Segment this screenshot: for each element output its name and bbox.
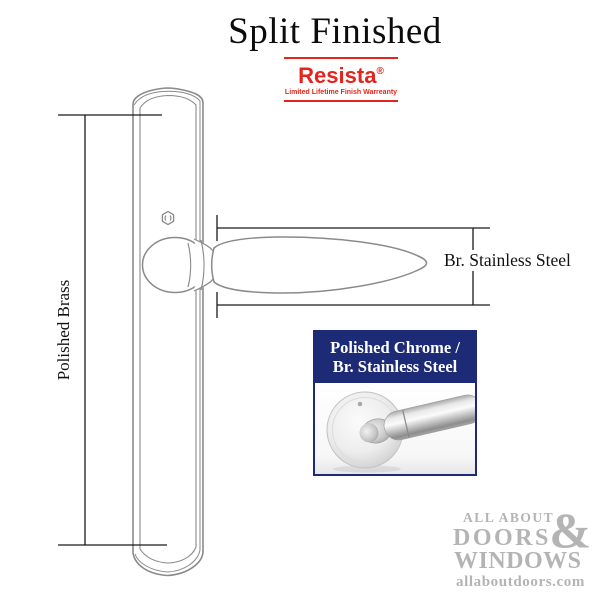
lever-outline: [211, 236, 428, 294]
registered-trademark-icon: ®: [376, 66, 384, 77]
inset-header: Polished Chrome / Br. Stainless Steel: [313, 330, 477, 383]
inset-photo: [313, 383, 477, 476]
plate-dimension-lines: [58, 114, 167, 546]
photo-screw: [357, 401, 363, 407]
inset-header-line2: Br. Stainless Steel: [332, 357, 458, 376]
logo-website: allaboutdoors.com: [456, 573, 585, 590]
logo-line-windows: WINDOWS: [454, 547, 582, 574]
lever-neck: [193, 238, 213, 292]
allaboutdoors-logo: ALL ABOUT & DOORS WINDOWS allaboutdoors.…: [452, 505, 591, 590]
logo-line-doors: DOORS: [453, 524, 551, 551]
logo-ampersand: &: [549, 502, 591, 558]
lever-neck-edges: [187, 238, 215, 292]
plate-inner-outline: [139, 94, 197, 564]
chrome-handle-photo: [315, 383, 475, 474]
resista-logo: Resista® Limited Lifetime Finish Warrean…: [284, 57, 398, 102]
lever-finish-label: Br. Stainless Steel: [442, 250, 573, 271]
inset-finish-box: Polished Chrome / Br. Stainless Steel: [313, 330, 477, 476]
resista-tagline: Limited Lifetime Finish Warreanty: [284, 89, 398, 96]
plate-bevel-line: [133, 90, 201, 573]
plate-outer-outline: [132, 87, 204, 577]
hex-screw-icon: [161, 210, 175, 226]
page-title: Split Finished: [228, 11, 442, 52]
logo-line-all-about: ALL ABOUT: [463, 510, 555, 525]
inset-header-line1: Polished Chrome /: [330, 338, 460, 357]
resista-brand-name: Resista®: [298, 63, 384, 88]
plate-finish-label: Polished Brass: [54, 279, 73, 381]
photo-lever-bar: [359, 394, 475, 444]
